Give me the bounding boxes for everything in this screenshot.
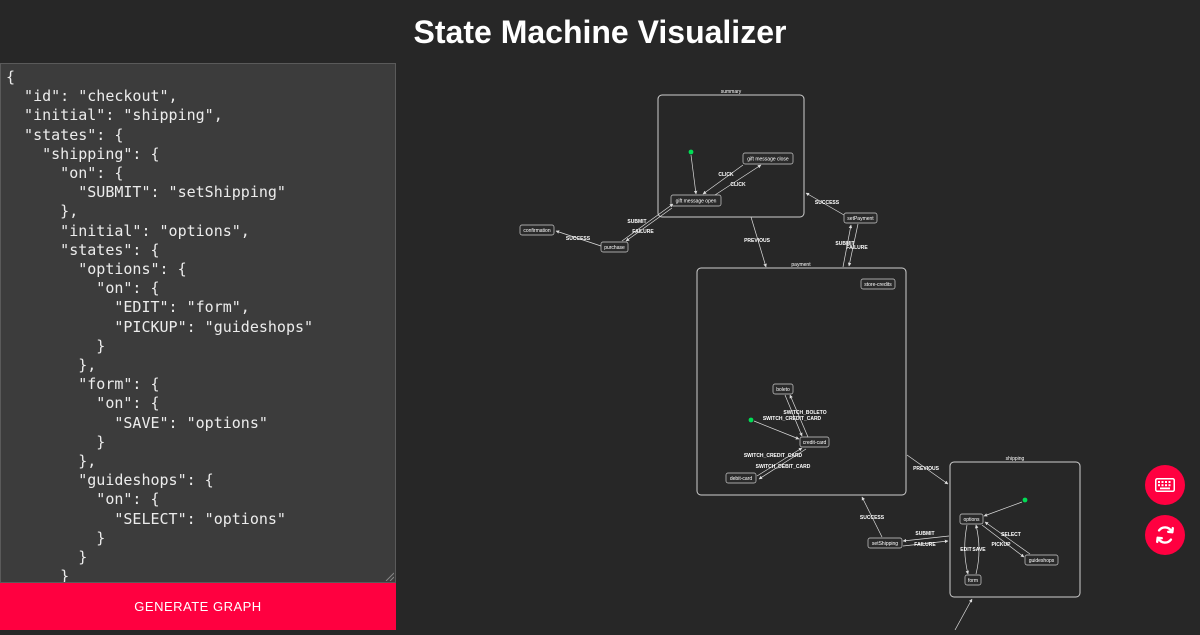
keyboard-shortcuts-button[interactable] [1145,465,1185,505]
svg-text:guideshops: guideshops [1029,558,1055,564]
event-label: SUBMIT [835,241,854,247]
svg-text:debit-card: debit-card [730,476,752,482]
json-editor-content[interactable]: { "id": "checkout", "initial": "shipping… [6,68,314,583]
initial-dot [1022,497,1028,503]
compound-label-payment: payment [791,262,811,268]
event-label: SWITCH_DEBIT_CARD [756,464,811,470]
event-label: FAILURE [632,229,654,235]
event-label: EDIT [960,547,971,553]
state-store-credits[interactable]: store-credits [860,278,896,290]
state-graph[interactable]: summary gift message close gift message … [396,64,1200,631]
event-label: SUCCESS [815,200,840,206]
refresh-icon [1156,526,1174,544]
state-credit-card[interactable]: credit-card [799,436,830,448]
event-label: SAVE [972,547,986,553]
svg-text:purchase: purchase [604,245,625,251]
svg-text:boleto: boleto [776,387,790,393]
state-guideshops[interactable]: guideshops [1024,554,1059,566]
state-form[interactable]: form [964,574,982,586]
compound-label-shipping: shipping [1006,456,1025,462]
svg-text:gift message close: gift message close [747,157,789,163]
event-label: CLICK [730,182,746,188]
svg-text:gift message open: gift message open [676,199,717,205]
refresh-button[interactable] [1145,515,1185,555]
keyboard-icon [1155,478,1175,492]
svg-text:store-credits: store-credits [864,282,892,288]
svg-text:credit-card: credit-card [803,440,827,446]
initial-dot [688,149,694,155]
event-label: SWITCH_CREDIT_CARD [763,416,822,422]
state-options[interactable]: options [959,513,984,525]
event-label: SUCCESS [860,515,885,521]
event-label: SUBMIT [627,219,646,225]
event-label: SWITCH_BOLETO [783,410,826,416]
svg-text:setShipping: setShipping [872,541,898,547]
svg-text:options: options [963,517,980,523]
event-label: PICKUP [992,542,1012,548]
json-editor[interactable]: { "id": "checkout", "initial": "shipping… [0,63,396,583]
event-label: PREVIOUS [744,238,771,244]
event-label: SWITCH_CREDIT_CARD [744,453,803,459]
compound-payment: payment store-credits boleto credit-card… [696,262,907,496]
compound-summary: summary gift message close gift message … [657,89,805,218]
state-setPayment[interactable]: setPayment [843,212,878,224]
compound-shipping: shipping options guideshops form SELECT … [949,456,1081,598]
svg-text:setPayment: setPayment [847,216,874,222]
state-gift-message-open[interactable]: gift message open [670,194,722,207]
compound-label-summary: summary [721,89,742,95]
resize-grip-icon[interactable] [384,571,394,581]
svg-text:confirmation: confirmation [523,228,550,234]
state-confirmation[interactable]: confirmation [519,224,555,236]
state-purchase[interactable]: purchase [600,241,629,253]
state-setShipping[interactable]: setShipping [867,537,903,549]
state-debit-card[interactable]: debit-card [725,472,757,484]
page-title: State Machine Visualizer [413,14,787,50]
svg-text:form: form [968,578,978,584]
initial-dot [748,417,754,423]
event-label: SUBMIT [915,531,934,537]
event-label: PREVIOUS [913,466,940,472]
state-boleto[interactable]: boleto [772,383,794,395]
state-gift-message-close[interactable]: gift message close [742,152,794,165]
event-label: SELECT [1001,532,1021,538]
generate-graph-button[interactable]: GENERATE GRAPH [0,583,396,630]
event-label: FAILURE [914,542,936,548]
event-label: FAILURE [846,245,868,251]
event-label: CLICK [718,172,734,178]
event-label: SUCCESS [566,236,591,242]
